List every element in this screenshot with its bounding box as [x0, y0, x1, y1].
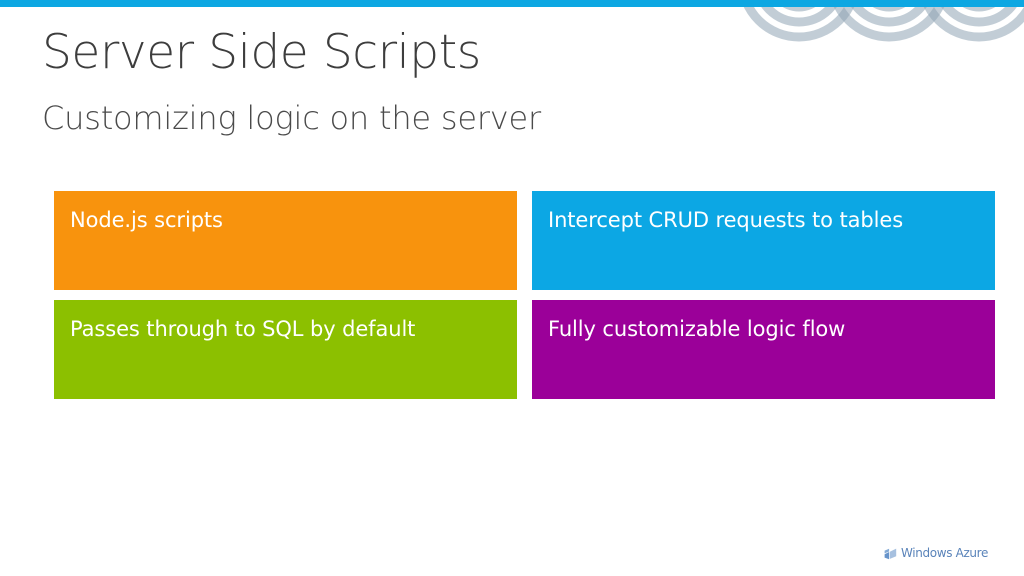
top-accent-bar	[0, 0, 1024, 7]
tile-label: Passes through to SQL by default	[70, 317, 416, 341]
page-subtitle: Customizing logic on the server	[42, 98, 541, 137]
logo-text: Windows Azure	[901, 546, 988, 560]
tiles-grid: Node.js scripts Intercept CRUD requests …	[54, 191, 995, 399]
tile-node-js-scripts[interactable]: Node.js scripts	[54, 191, 517, 290]
concentric-arcs-decoration	[724, 0, 1024, 96]
tile-label: Node.js scripts	[70, 208, 223, 232]
tile-label: Fully customizable logic flow	[548, 317, 846, 341]
tile-label: Intercept CRUD requests to tables	[548, 208, 904, 232]
tile-passes-through-to-sql[interactable]: Passes through to SQL by default	[54, 300, 517, 399]
page-title: Server Side Scripts	[42, 25, 481, 80]
tile-intercept-crud-requests[interactable]: Intercept CRUD requests to tables	[532, 191, 995, 290]
tile-fully-customizable-logic-flow[interactable]: Fully customizable logic flow	[532, 300, 995, 399]
windows-azure-logo: Windows Azure	[884, 546, 988, 560]
windows-flag-icon	[884, 547, 897, 560]
title-block: Server Side Scripts Customizing logic on…	[42, 25, 732, 137]
